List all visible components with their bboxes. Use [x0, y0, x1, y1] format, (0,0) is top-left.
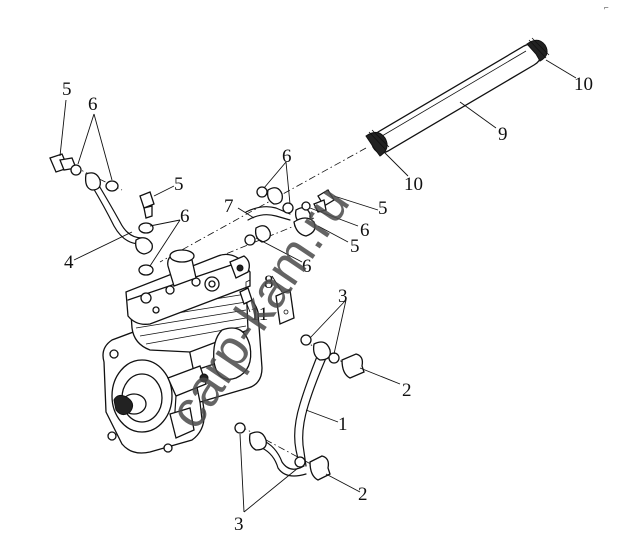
callout-5-c: 5	[378, 198, 388, 219]
corner-mark: ⌐	[604, 3, 609, 12]
callout-10-lower: 10	[404, 174, 423, 195]
washer-6-a	[70, 164, 82, 176]
sensor-11	[239, 279, 253, 305]
leader-lines	[59, 59, 577, 513]
washer-3-b	[328, 352, 340, 364]
callout-5-b: 5	[174, 174, 184, 195]
callout-2-bottom: 2	[358, 484, 368, 505]
callout-3-top: 3	[338, 286, 348, 307]
callout-1: 1	[338, 414, 348, 435]
union-nut	[293, 217, 316, 237]
banjo-7-low	[254, 225, 271, 243]
callout-7: 7	[224, 196, 234, 217]
fitting-10-top	[526, 37, 550, 62]
bolt-2-bottom	[309, 455, 331, 481]
air-compressor	[102, 249, 263, 454]
pipe-1	[261, 353, 327, 477]
fitting-10-bottom	[365, 129, 390, 157]
callout-6-e: 6	[302, 256, 312, 277]
banjo-7-top	[266, 187, 283, 205]
callout-11: 11	[250, 304, 268, 325]
washer-6-d	[138, 264, 154, 276]
callout-5-a: 5	[62, 79, 72, 100]
banjo-4-right	[135, 237, 153, 255]
bolt-2-top	[341, 353, 365, 379]
washer-3-a	[300, 334, 312, 346]
pipe-9	[371, 43, 542, 154]
banjo-1-top	[312, 341, 331, 361]
callout-5-d: 5	[350, 236, 360, 257]
washer-6-g	[244, 234, 256, 246]
banjo-4-left	[84, 172, 101, 191]
washer-6-c	[138, 222, 154, 234]
callout-6-d: 6	[360, 220, 370, 241]
washer-6-f	[282, 202, 294, 214]
callout-10-upper: 10	[574, 74, 593, 95]
bolt-5-middle	[139, 191, 155, 219]
callout-9: 9	[498, 124, 508, 145]
washer-6-h	[301, 201, 311, 211]
pipe-7	[245, 206, 291, 221]
axis-line-upper	[159, 147, 367, 263]
callout-4: 4	[64, 252, 74, 273]
callout-6-b: 6	[180, 206, 190, 227]
pipe-4	[91, 183, 143, 245]
callout-2-top: 2	[402, 380, 412, 401]
washer-6-b	[105, 180, 119, 192]
washer-6-e	[256, 186, 268, 198]
washer-3-d	[294, 456, 306, 468]
washer-3-c	[234, 422, 246, 434]
bolt-5-right	[313, 189, 335, 213]
callout-3-bottom: 3	[234, 514, 244, 535]
banjo-1-bottom	[248, 431, 267, 451]
callout-6-a: 6	[88, 94, 98, 115]
callout-6-c: 6	[282, 146, 292, 167]
bracket-8	[275, 289, 295, 325]
callout-8: 8	[264, 272, 274, 293]
